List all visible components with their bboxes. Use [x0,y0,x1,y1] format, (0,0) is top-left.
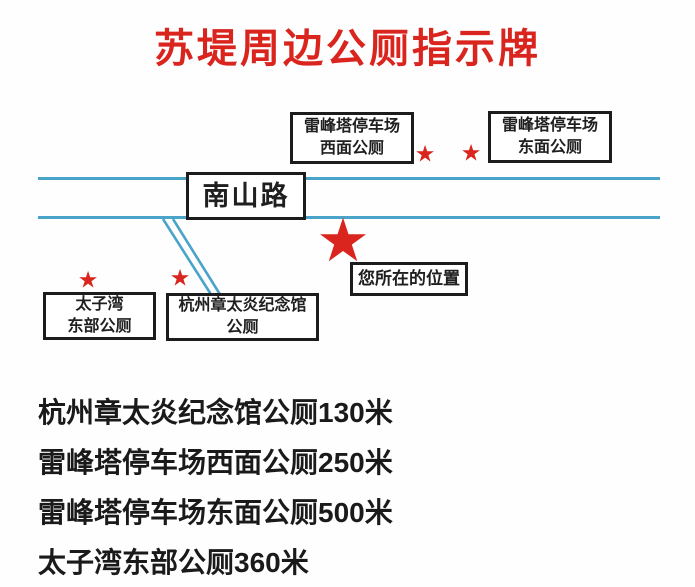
distance-item-leifeng-west: 雷峰塔停车场西面公厕250米 [38,447,393,478]
distance-item-zhangtaiyan: 杭州章太炎纪念馆公厕130米 [38,397,393,428]
location-box-leifeng-east: 雷峰塔停车场 东面公厕 [488,111,612,163]
taiziwan-label-line2: 东部公厕 [67,318,132,335]
road-bottom-line [38,216,660,219]
location-box-leifeng-west: 雷峰塔停车场 西面公厕 [290,112,414,164]
star-icon-leifeng-east: ★ [460,139,482,166]
star-icon-leifeng-west: ★ [414,140,436,167]
page-title: 苏堤周边公厕指示牌 [154,27,541,71]
star-icon-current-position: ★ [316,207,370,274]
distance-list: 杭州章太炎纪念馆公厕130米 雷峰塔停车场西面公厕250米 雷峰塔停车场东面公厕… [38,388,393,587]
star-icon-zhangtaiyan: ★ [169,264,191,291]
leifeng-west-label-line2: 西面公厕 [319,140,384,157]
leifeng-east-label-line2: 东面公厕 [517,139,582,156]
taiziwan-label-line1: 太子湾 [75,296,124,314]
leifeng-east-label-line1: 雷峰塔停车场 [501,117,598,135]
distance-item-leifeng-east: 雷峰塔停车场东面公厕500米 [38,497,393,528]
star-icon-taiziwan: ★ [77,266,99,293]
distance-item-taiziwan: 太子湾东部公厕360米 [38,547,309,578]
road-label: 南山路 [202,180,290,211]
zhangtaiyan-label-line2: 公厕 [226,319,259,336]
current-position-label: 您所在的位置 [358,268,460,288]
location-box-zhangtaiyan: 杭州章太炎纪念馆 公厕 [166,293,319,341]
location-box-taiziwan-east: 太子湾 东部公厕 [43,292,156,340]
leifeng-west-label-line1: 雷峰塔停车场 [303,118,400,136]
current-position-box: 您所在的位置 [350,262,468,296]
zhangtaiyan-label-line1: 杭州章太炎纪念馆 [178,297,307,315]
road-top-line [38,177,660,180]
road-label-box: 南山路 [186,172,306,220]
